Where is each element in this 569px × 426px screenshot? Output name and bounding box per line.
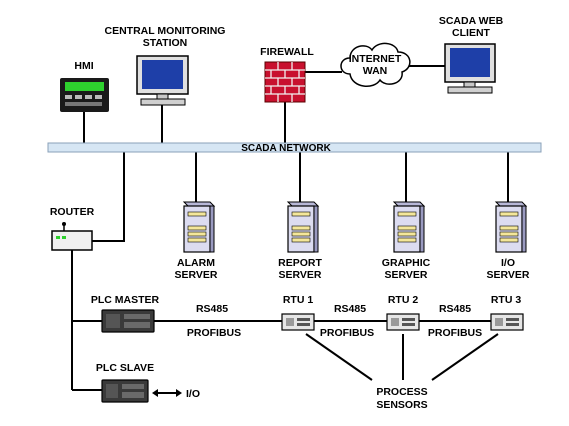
profibus-label: PROFIBUS: [428, 327, 482, 339]
router-link: [92, 152, 125, 242]
web-client-label-line1: SCADA WEB: [439, 15, 504, 27]
rtu-icon: [386, 313, 420, 331]
internet-label-line1: INTERNET: [349, 53, 402, 65]
router-label: ROUTER: [50, 206, 95, 218]
plc-master: PLC MASTER: [91, 294, 160, 333]
io-server-label-line2: SERVER: [487, 269, 530, 281]
alarm-server-label-line1: ALARM: [177, 257, 215, 269]
profibus-label: PROFIBUS: [187, 327, 241, 339]
alarm-server-label-line2: SERVER: [175, 269, 218, 281]
hmi-device: HMI: [60, 60, 109, 112]
report-server-label-line2: SERVER: [279, 269, 322, 281]
scada-network-bus: SCADA NETWORK: [47, 142, 542, 154]
plc-master-label: PLC MASTER: [91, 294, 160, 306]
web-client-label-line2: CLIENT: [452, 27, 491, 39]
alarm-server: ALARM SERVER: [175, 201, 218, 281]
rs485-label: RS485: [196, 303, 228, 315]
report-server-label-line1: REPORT: [278, 257, 322, 269]
firewall-brick-icon: [264, 61, 306, 103]
rtu1-label: RTU 1: [283, 294, 313, 306]
rtu1-sensor-link: [305, 333, 373, 381]
scada-web-client: SCADA WEB CLIENT: [439, 15, 504, 94]
io-server-label-line1: I/O: [501, 257, 515, 269]
graphic-server-label-line2: SERVER: [385, 269, 428, 281]
graphic-server-label-line1: GRAPHIC: [382, 257, 431, 269]
scada-network-label: SCADA NETWORK: [241, 143, 331, 154]
io-arrow-head-left: [152, 389, 158, 397]
profibus-label: PROFIBUS: [320, 327, 374, 339]
connection-lines: [71, 65, 509, 397]
router-icon: [51, 222, 93, 251]
rs485-label: RS485: [334, 303, 366, 315]
router: ROUTER: [50, 206, 95, 251]
plc-slave-label: PLC SLAVE: [96, 362, 154, 374]
internet-wan-cloud: INTERNET WAN: [340, 42, 411, 87]
process-sensors-label-line2: SENSORS: [376, 399, 427, 411]
monitor-icon: [444, 43, 496, 94]
io-server: I/O SERVER: [487, 201, 530, 281]
plc-slave: PLC SLAVE I/O: [96, 362, 200, 403]
rtu3-label: RTU 3: [491, 294, 521, 306]
internet-label-line2: WAN: [363, 65, 388, 77]
cloud-icon: [340, 42, 411, 87]
rtu-3: RTU 3: [490, 294, 524, 331]
firewall: FIREWALL: [260, 46, 314, 103]
process-sensors: PROCESS SENSORS: [376, 386, 427, 411]
central-monitoring-label-line1: CENTRAL MONITORING: [105, 25, 226, 37]
hmi-display: [65, 82, 104, 91]
monitor-icon: [136, 55, 189, 106]
report-server: REPORT SERVER: [278, 201, 322, 281]
process-sensors-label-line1: PROCESS: [376, 386, 427, 398]
plc-icon: [101, 379, 149, 403]
server-icon: [286, 201, 320, 253]
hmi-label: HMI: [74, 60, 93, 72]
link-labels: RS485 PROFIBUS RS485 PROFIBUS RS485 PROF…: [187, 303, 482, 339]
plc-icon: [101, 309, 155, 333]
server-icon: [494, 201, 528, 253]
rs485-label: RS485: [439, 303, 471, 315]
rtu-2: RTU 2: [386, 294, 420, 331]
server-icon: [392, 201, 426, 253]
rtu-icon: [490, 313, 524, 331]
graphic-server: GRAPHIC SERVER: [382, 201, 431, 281]
central-monitoring-station: CENTRAL MONITORING STATION: [105, 25, 226, 106]
rtu-icon: [281, 313, 315, 331]
rtu2-label: RTU 2: [388, 294, 418, 306]
io-label: I/O: [186, 388, 200, 400]
firewall-label: FIREWALL: [260, 46, 314, 58]
rtu-1: RTU 1: [281, 294, 315, 331]
io-arrow-head-right: [176, 389, 182, 397]
central-monitoring-label-line2: STATION: [143, 37, 188, 49]
rtu3-sensor-link: [431, 333, 499, 381]
server-icon: [182, 201, 216, 253]
